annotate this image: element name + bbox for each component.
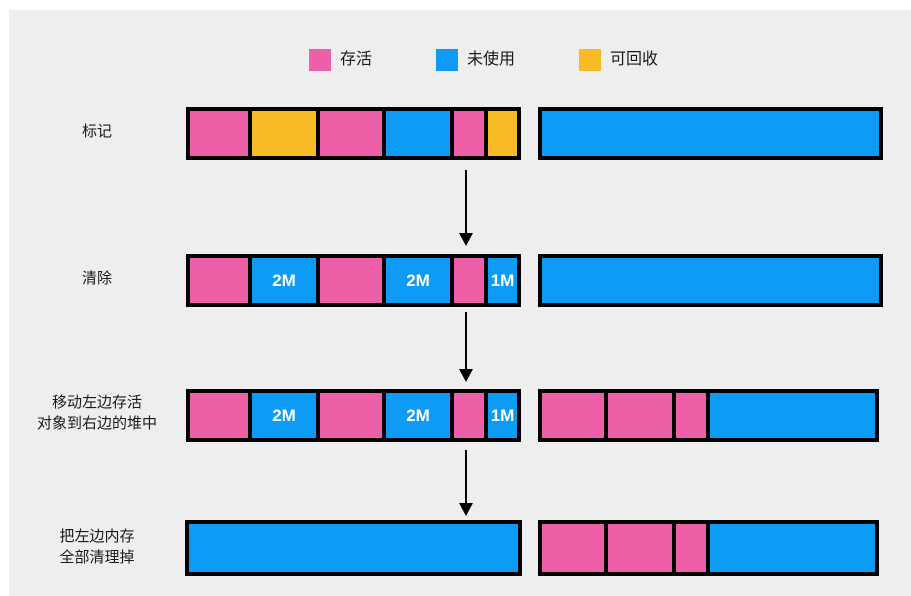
arrow-head-icon: [459, 369, 473, 382]
memory-segment: 2M: [252, 393, 316, 438]
memory-segment: [676, 524, 706, 572]
memory-segment: [190, 258, 248, 303]
memory-segment: [542, 524, 604, 572]
legend-label-unused: 未使用: [467, 51, 516, 68]
memory-segment: [542, 393, 604, 438]
segment-size-label: 1M: [490, 405, 515, 425]
arrow-shaft: [465, 312, 467, 371]
legend-label-alive: 存活: [340, 51, 373, 68]
memory-segment: [320, 111, 382, 156]
left-heap-block: [185, 520, 522, 576]
right-heap-block: [538, 389, 879, 442]
memory-segment: 2M: [386, 393, 450, 438]
blue-swatch: [436, 49, 459, 71]
memory-segment: 1M: [488, 258, 517, 303]
legend-item-recyclable: 可回收: [579, 49, 658, 71]
row-label: 把左边内存 全部清理掉: [59, 528, 135, 566]
arrow-sweep-to-move: [456, 312, 476, 382]
memory-segment: [676, 393, 706, 438]
memory-segment: [710, 524, 875, 572]
row-label: 标记: [81, 123, 112, 140]
left-heap-block: [186, 107, 521, 160]
memory-segment: [320, 258, 382, 303]
memory-segment: 2M: [252, 258, 316, 303]
segment-size-label: 2M: [406, 405, 430, 425]
memory-segment: 2M: [386, 258, 450, 303]
row-label: 清除: [81, 270, 112, 287]
memory-segment: [542, 111, 879, 156]
arrow-mark-to-sweep: [456, 170, 476, 246]
memory-segment: [252, 111, 316, 156]
memory-segment: 1M: [488, 393, 517, 438]
arrow-shaft: [465, 170, 467, 235]
left-heap-block: 2M 2M 1M: [186, 389, 521, 442]
arrow-shaft: [465, 450, 467, 505]
memory-segment: [454, 258, 484, 303]
legend: 存活 未使用 可回收: [309, 49, 658, 71]
row-label: 移动左边存活 对象到右边的堆中: [36, 394, 157, 432]
yellow-swatch: [579, 49, 602, 71]
diagram-row: 把左边内存 全部清理掉: [9, 520, 911, 576]
legend-item-alive: 存活: [309, 49, 372, 71]
memory-segment: [488, 111, 517, 156]
right-heap-block: [538, 254, 883, 307]
arrow-head-icon: [459, 233, 473, 246]
memory-segment: [190, 111, 248, 156]
diagram-row: 标记: [9, 107, 911, 160]
legend-label-recyclable: 可回收: [610, 51, 659, 68]
segment-size-label: 1M: [490, 270, 515, 290]
segment-size-label: 2M: [406, 270, 430, 290]
memory-segment: [190, 393, 248, 438]
pink-swatch: [309, 49, 331, 71]
segment-size-label: 2M: [272, 270, 296, 290]
diagram-row: 移动左边存活 对象到右边的堆中 2M 2M 1M: [9, 389, 911, 442]
arrow-head-icon: [459, 503, 473, 516]
right-heap-block: [538, 107, 883, 160]
memory-segment: [320, 393, 382, 438]
arrow-move-to-clear: [456, 450, 476, 516]
memory-segment: [454, 111, 484, 156]
memory-segment: [710, 393, 875, 438]
memory-segment: [386, 111, 450, 156]
memory-segment: [542, 258, 879, 303]
diagram-row: 清除 2M 2M 1M: [9, 254, 911, 307]
legend-item-unused: 未使用: [436, 49, 515, 71]
memory-segment: [189, 524, 518, 572]
left-heap-block: 2M 2M 1M: [186, 254, 521, 307]
right-heap-block: [538, 520, 879, 576]
memory-segment: [608, 524, 672, 572]
memory-segment: [454, 393, 484, 438]
memory-segment: [608, 393, 672, 438]
segment-size-label: 2M: [272, 405, 296, 425]
